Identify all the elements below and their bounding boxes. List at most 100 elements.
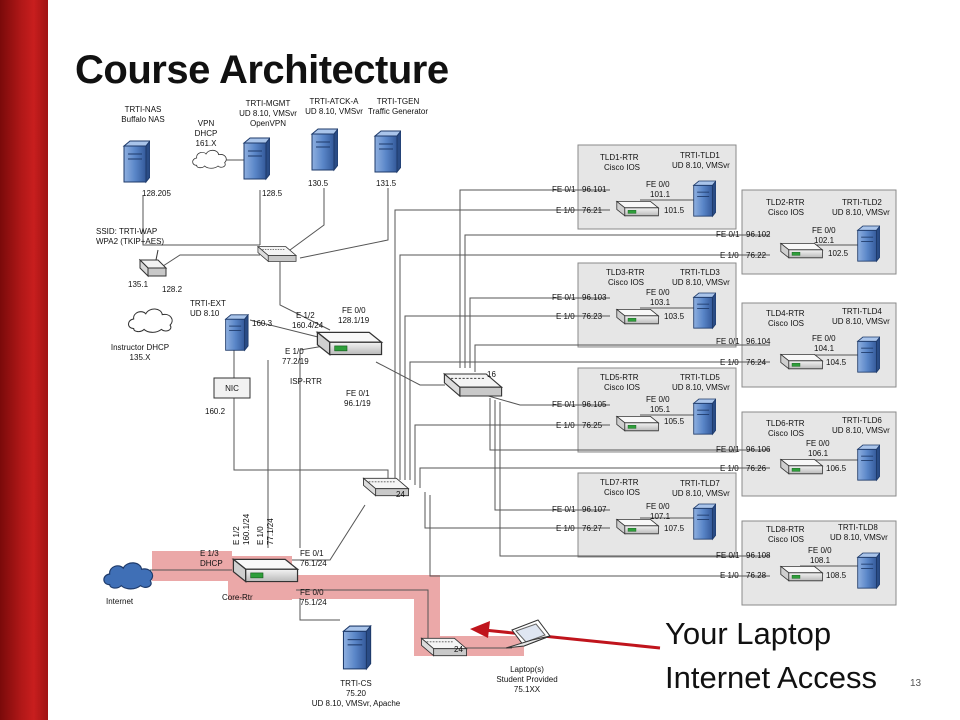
tld8-group: TLD8-RTR Cisco IOS TRTI-TLD8 UD 8.10, VM… — [716, 523, 888, 580]
switch-16-label: 16 — [487, 370, 496, 379]
tld-boxes — [577, 144, 897, 606]
tld7-fe00-ip: 107.1 — [650, 512, 671, 521]
tld2-fe-ip: 96.102 — [746, 230, 771, 239]
tld5-srv: TRTI-TLD5 — [680, 373, 720, 382]
tld4-srv-ip: 104.5 — [826, 358, 847, 367]
instructor-label: Instructor DHCP — [111, 343, 169, 352]
vpn-label: VPN — [198, 119, 215, 128]
tld7-fe-port: FE 0/1 — [552, 505, 576, 514]
callout-line-2: Internet Access — [665, 660, 877, 695]
cs-label-3: UD 8.10, VMSvr, Apache — [312, 699, 401, 708]
tgen-server-icon — [374, 130, 401, 173]
tld7-rtr: TLD7-RTR — [600, 478, 639, 487]
tld2-os: UD 8.10, VMSvr — [832, 208, 890, 217]
slide-title: Course Architecture — [75, 48, 449, 92]
cs-label: TRTI-CS — [340, 679, 371, 688]
tld6-os: UD 8.10, VMSvr — [832, 426, 890, 435]
mgmt-ip: 128.5 — [262, 189, 283, 198]
tld4-fe00-ip: 104.1 — [814, 344, 835, 353]
tld2-srv: TRTI-TLD2 — [842, 198, 882, 207]
switch-24-label: 24 — [396, 490, 405, 499]
tld8-os: UD 8.10, VMSvr — [830, 533, 888, 542]
mgmt-label-3: OpenVPN — [250, 119, 286, 128]
nic-label: NIC — [225, 384, 239, 393]
tld3-group: TLD3-RTR Cisco IOS TRTI-TLD3 UD 8.10, VM… — [552, 268, 730, 321]
tld4-group: TLD4-RTR Cisco IOS TRTI-TLD4 UD 8.10, VM… — [716, 307, 890, 367]
tld1-srv-ip: 101.5 — [664, 206, 685, 215]
tld8-fe-ip: 96.108 — [746, 551, 771, 560]
tld3-ios: Cisco IOS — [608, 278, 644, 287]
nas-label: TRTI-NAS — [125, 105, 162, 114]
vpn-label-2: DHCP — [195, 129, 218, 138]
wap-ssid: SSID: TRTI-WAP — [96, 227, 157, 236]
tld6-e-ip: 76.26 — [746, 464, 767, 473]
vpn-label-3: 161.X — [196, 139, 218, 148]
tld1-fe-ip: 96.101 — [582, 185, 607, 194]
tld7-srv: TRTI-TLD7 — [680, 479, 720, 488]
tld5-os: UD 8.10, VMSvr — [672, 383, 730, 392]
internet-cloud-icon — [103, 562, 154, 590]
tld2-fe00: FE 0/0 — [812, 226, 836, 235]
nas-label-2: Buffalo NAS — [121, 115, 164, 124]
tld1-os: UD 8.10, VMSvr — [672, 161, 730, 170]
tld4-fe00: FE 0/0 — [812, 334, 836, 343]
nic-icon — [213, 377, 251, 399]
wap-icon — [138, 249, 168, 278]
core-fe00: FE 0/0 — [300, 588, 324, 597]
tld5-fe-port: FE 0/1 — [552, 400, 576, 409]
tld3-fe00: FE 0/0 — [646, 288, 670, 297]
tld1-e-ip: 76.21 — [582, 206, 603, 215]
isp-router-icon — [316, 331, 383, 356]
tld2-rtr: TLD2-RTR — [766, 198, 805, 207]
tld3-server-icon — [693, 292, 716, 329]
core-fe01: FE 0/1 — [300, 549, 324, 558]
core-fe00-ip: 75.1/24 — [300, 598, 327, 607]
laptop-label-3: 75.1XX — [514, 685, 541, 694]
mgmt-switch-icon — [257, 246, 297, 262]
tld6-server-icon — [857, 444, 880, 481]
internet-label: Internet — [106, 597, 134, 606]
tld4-server-icon — [857, 336, 880, 373]
tld4-router-icon — [780, 353, 823, 370]
tld3-fe-ip: 96.103 — [582, 293, 607, 302]
tld1-srv: TRTI-TLD1 — [680, 151, 720, 160]
isp-e12: E 1/2 — [296, 311, 315, 320]
tld5-server-icon — [693, 398, 716, 435]
core-e10: E 1/0 — [256, 526, 265, 545]
tld8-ios: Cisco IOS — [768, 535, 804, 544]
core-router-icon — [232, 558, 299, 583]
tld6-e-port: E 1/0 — [720, 464, 739, 473]
tld8-e-port: E 1/0 — [720, 571, 739, 580]
tld7-srv-ip: 107.5 — [664, 524, 685, 533]
tld4-fe-ip: 96.104 — [746, 337, 771, 346]
isp-fe00: FE 0/0 — [342, 306, 366, 315]
instructor-dhcp-cloud-icon — [127, 308, 173, 333]
tld6-router-icon — [780, 458, 823, 475]
tld2-e-ip: 76.22 — [746, 251, 767, 260]
core-e12: E 1/2 — [232, 526, 241, 545]
tld6-ios: Cisco IOS — [768, 429, 804, 438]
atck-label-2: UD 8.10, VMSvr — [305, 107, 363, 116]
tld2-fe-port: FE 0/1 — [716, 230, 740, 239]
tld7-fe-ip: 96.107 — [582, 505, 607, 514]
tld6-srv-ip: 106.5 — [826, 464, 847, 473]
tld6-group: TLD6-RTR Cisco IOS TRTI-TLD6 UD 8.10, VM… — [716, 416, 890, 473]
tld6-fe-ip: 96.106 — [746, 445, 771, 454]
tld1-fe00: FE 0/0 — [646, 180, 670, 189]
isp-e12-ip: 160.4/24 — [292, 321, 324, 330]
tld7-router-icon — [616, 519, 659, 535]
tld1-fe00-ip: 101.1 — [650, 190, 671, 199]
tld2-server-icon — [857, 225, 880, 262]
tld7-os: UD 8.10, VMSvr — [672, 489, 730, 498]
laptop-icon — [505, 619, 551, 649]
vpn-cloud-icon — [192, 149, 227, 169]
tld4-fe-port: FE 0/1 — [716, 337, 740, 346]
wap-ip-2: 128.2 — [162, 285, 183, 294]
tld3-router-icon — [616, 308, 659, 325]
laptop-label-2: Student Provided — [496, 675, 557, 684]
atck-ip: 130.5 — [308, 179, 329, 188]
tld7-server-icon — [693, 503, 716, 540]
tld5-group: TLD5-RTR Cisco IOS TRTI-TLD5 UD 8.10, VM… — [552, 373, 730, 430]
tld3-srv: TRTI-TLD3 — [680, 268, 720, 277]
ext-label-2: UD 8.10 — [190, 309, 220, 318]
